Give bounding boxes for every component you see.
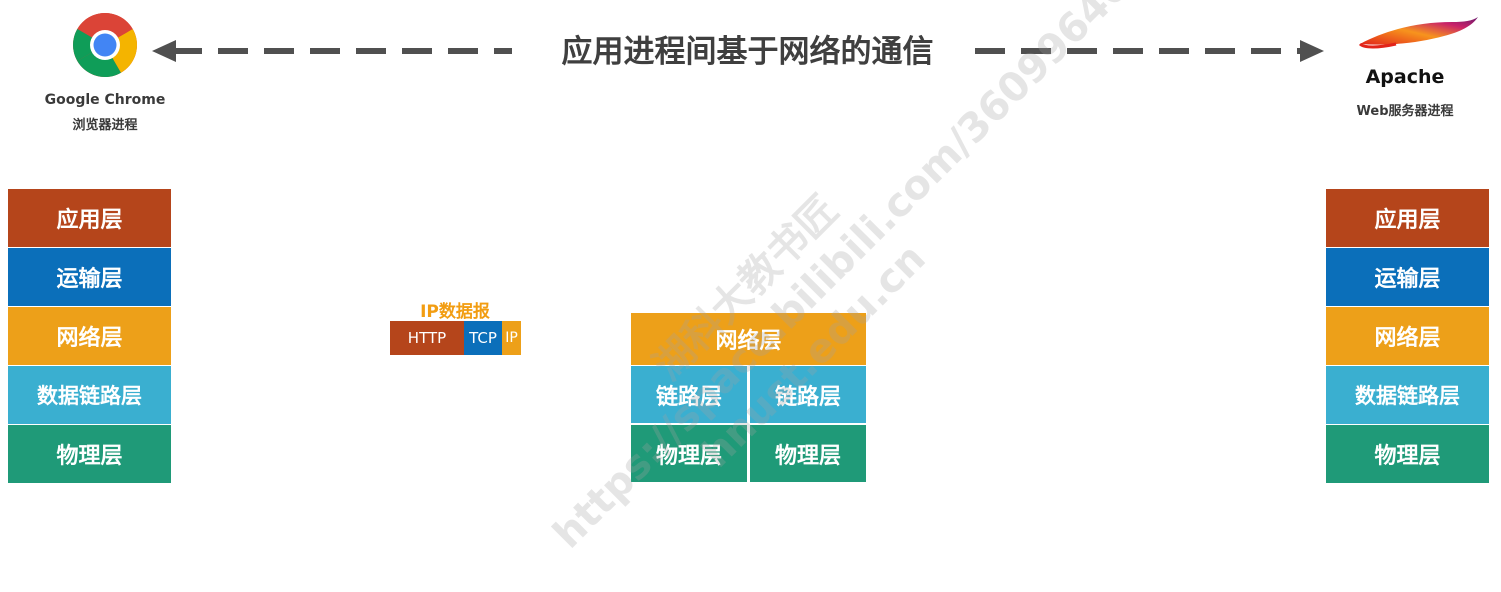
router-left-datalink: 链路层 [631,366,747,423]
client-physical-layer: 物理层 [8,425,171,483]
communication-label: 应用进程间基于网络的通信 [561,34,934,70]
router-right-datalink: 链路层 [750,366,866,423]
router-right-physical: 物理层 [750,425,866,482]
client-transport-layer: 运输层 [8,248,171,306]
client-protocol-stack: 应用层 运输层 网络层 数据链路层 物理层 [8,189,171,484]
server-physical-layer: 物理层 [1326,425,1489,483]
client-app-name: Google Chrome [44,92,166,108]
communication-arrow [152,40,1324,62]
datagram-tcp-segment: TCP [464,321,502,355]
router-network-layer: 网络层 [631,313,866,365]
server-transport-layer: 运输层 [1326,248,1489,306]
ip-datagram: HTTP TCP IP [390,321,521,355]
client-datalink-layer: 数据链路层 [8,366,171,424]
arrowhead-left [152,40,176,62]
client-application-layer: 应用层 [8,189,171,247]
client-process-label: 浏览器进程 [72,118,138,133]
server-protocol-stack: 应用层 运输层 网络层 数据链路层 物理层 [1326,189,1489,484]
server-app-name: Apache [1365,66,1445,88]
arrowhead-right [1300,40,1324,62]
ip-datagram-label: IP数据报 [420,302,490,322]
server-application-layer: 应用层 [1326,189,1489,247]
server-datalink-layer: 数据链路层 [1326,366,1489,424]
client-network-layer: 网络层 [8,307,171,365]
datagram-http-segment: HTTP [390,321,464,355]
datagram-ip-segment: IP [502,321,521,355]
apache-feather-icon [1358,17,1478,49]
server-network-layer: 网络层 [1326,307,1489,365]
router-left-physical: 物理层 [631,425,747,482]
server-process-label: Web服务器进程 [1356,104,1454,119]
chrome-logo-icon [73,13,137,77]
